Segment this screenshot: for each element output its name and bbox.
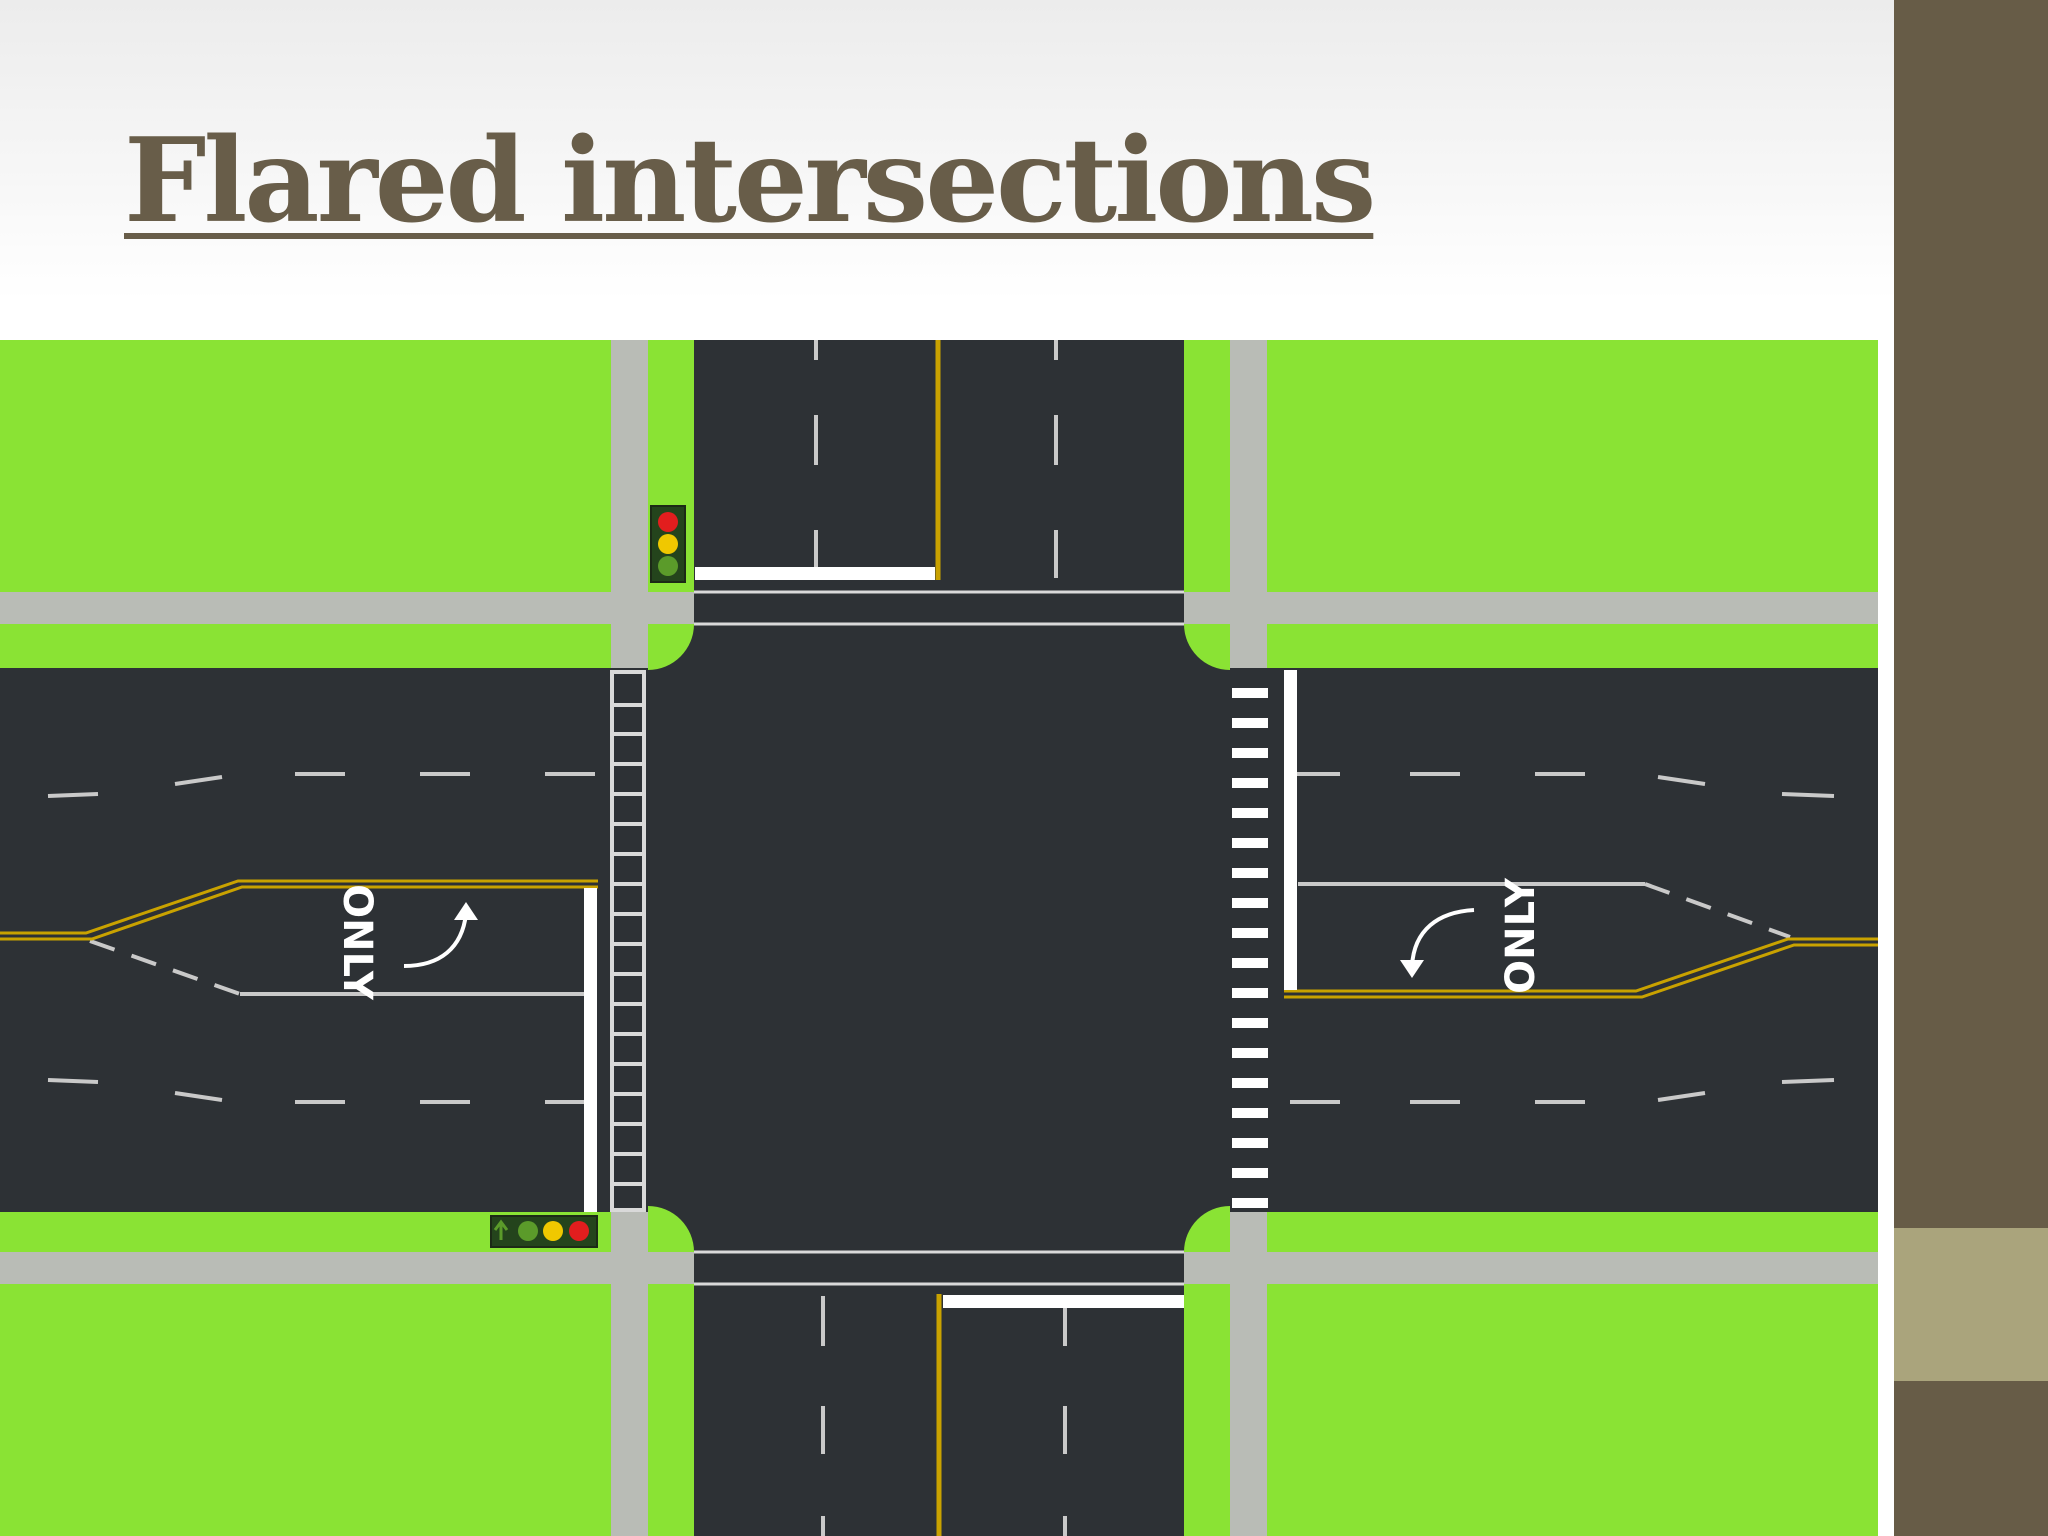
east-lane-markings: ONLY: [1284, 670, 1878, 1104]
intersection-diagram: ONLY ONLY: [0, 340, 1878, 1536]
west-only-label: ONLY: [334, 884, 380, 1001]
west-lane-markings: ONLY: [0, 772, 598, 1212]
west-turn-arrow-icon: [403, 902, 478, 968]
slide-title: Flared intersections: [124, 113, 1376, 249]
north-traffic-signal-icon: [650, 505, 686, 583]
east-only-label: ONLY: [1498, 877, 1544, 994]
south-traffic-signal-icon: [490, 1215, 598, 1248]
west-crosswalk: [610, 670, 646, 1212]
east-turn-arrow-icon: [1400, 908, 1475, 978]
corner-flares: [648, 624, 1230, 1252]
east-crosswalk: [1232, 688, 1268, 1208]
decorative-side-accent: [1894, 1228, 2048, 1381]
north-lane-markings: [694, 340, 1184, 626]
south-lane-markings: [694, 1250, 1184, 1536]
